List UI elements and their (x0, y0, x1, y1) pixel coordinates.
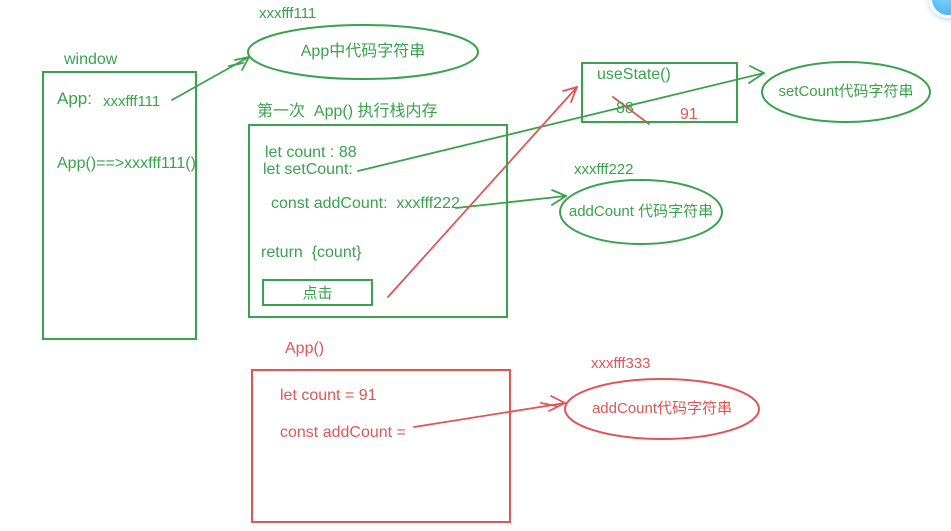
setcount-code-ellipse (761, 61, 931, 123)
stack-box-title: 第一次 App() 执行栈内存 (257, 103, 438, 120)
arrow-rerun-addcount-to-code (413, 395, 566, 428)
usestate-title: useState() (597, 66, 671, 83)
rerun-line-addcount: const addCount = (280, 424, 406, 441)
stack-line-setcount: let setCount: (263, 161, 353, 178)
addcount-red-pointer-label: xxxfff333 (591, 355, 651, 372)
window-app-call: App()==>xxxfff111() (57, 155, 196, 172)
stack-line-addcount: const addCount: xxxfff222 (271, 195, 460, 212)
stack-line-count: let count : 88 (265, 144, 357, 161)
addcount-red-ellipse-text: addCount代码字符串 (591, 400, 733, 417)
strikethrough-88 (612, 96, 650, 125)
arrow-click-to-usestate (387, 86, 578, 298)
app-code-pointer-label: xxxfff111 (259, 5, 317, 22)
stack-line-return: return {count} (261, 244, 362, 261)
rerun-line-count: let count = 91 (280, 387, 377, 404)
stack-box (248, 124, 508, 318)
arrow-addcount-to-code (455, 189, 567, 209)
addcount-code-ellipse-green (559, 179, 723, 245)
usestate-box (581, 62, 738, 123)
window-app-ref-value: xxxfff111 (102, 93, 161, 110)
click-button: 点击 (262, 279, 373, 306)
usestate-new-value: 91 (680, 106, 698, 123)
arrow-window-to-app-code (171, 56, 250, 101)
window-box (42, 71, 197, 340)
addcount-green-pointer-label: xxxfff222 (574, 161, 634, 178)
usestate-old-value: 88 (616, 100, 634, 117)
click-button-label: 点击 (302, 285, 333, 302)
window-app-ref-name: App: (57, 89, 92, 108)
rerun-box (251, 369, 511, 523)
app-code-ellipse-text: App中代码字符串 (300, 43, 426, 60)
arrow-setcount-to-code (357, 65, 765, 172)
window-box-label: window (64, 51, 118, 68)
app-code-ellipse (247, 24, 479, 80)
window-app-ref: App: xxxfff111 (57, 89, 161, 110)
setcount-ellipse-text: setCount代码字符串 (778, 83, 914, 100)
addcount-green-ellipse-text: addCount 代码字符串 (568, 203, 714, 220)
rerun-box-label: App() (285, 340, 325, 357)
addcount-code-ellipse-red (564, 378, 760, 440)
